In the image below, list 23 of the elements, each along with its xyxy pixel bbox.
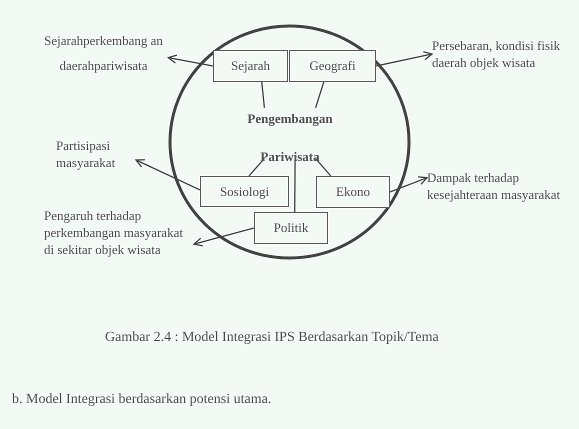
connector-line: [314, 82, 324, 108]
topic-box: Ekono: [316, 176, 390, 208]
description-text: Pengaruh terhadap perkembangan masyarakat di sekitar objek wisata: [44, 208, 183, 257]
arrow: [135, 159, 200, 191]
topic-box: Sejarah: [213, 50, 288, 82]
description-text: Partisipasi masyarakat: [56, 138, 116, 170]
description-text: Dampak terhadap kesejahteraan masyarakat: [427, 170, 560, 202]
figure-caption: Gambar 2.4 : Model Integrasi IPS Berdasarkan Topik/Tema: [105, 330, 439, 346]
topic-box: Sosiologi: [200, 176, 289, 207]
topic-box: Geografi: [289, 50, 376, 82]
topic-box: Politik: [254, 212, 328, 244]
center-label: Pengembangan Pariwisata: [247, 111, 333, 164]
connector-line: [294, 158, 296, 212]
arrow: [193, 227, 254, 247]
connector-line: [248, 158, 265, 176]
arrow: [376, 51, 433, 67]
connector-line: [261, 82, 266, 108]
description-text: Persebaran, kondisi fisik daerah objek wisata: [432, 38, 560, 70]
connector-line: [315, 158, 332, 176]
arrow: [390, 176, 428, 193]
description-text: Sejarahperkembang an daerahpariwisata: [44, 33, 163, 73]
arrow: [168, 54, 214, 67]
body-text: b. Model Integrasi berdasarkan potensi utama.: [12, 392, 272, 408]
